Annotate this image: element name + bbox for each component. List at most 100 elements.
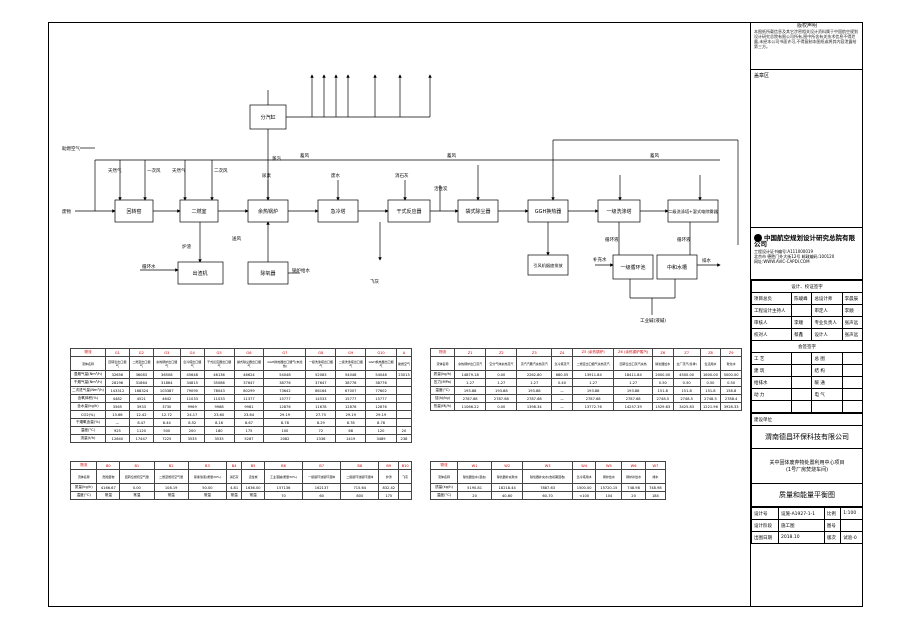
cosign-role — [750, 400, 793, 413]
b-table-cell: 832.42 — [378, 483, 400, 492]
b-table-cell: 70 — [263, 491, 304, 500]
z-table-cell: 0.50 — [699, 378, 722, 387]
cosign-name — [791, 364, 813, 377]
z-table-cell: 193.88 — [454, 386, 487, 395]
g-table-cell — [395, 418, 413, 427]
w-table-row: 流体名称除氧器给水(液态)除氧器补充软水除氧器补充水(含初期回收)急冷塔用水锅炉… — [429, 469, 667, 484]
label-air5: 蓄风 — [650, 152, 659, 159]
cosign-row: 工 艺总 图 — [750, 352, 864, 365]
stamp-label: 盖章区 — [754, 73, 770, 79]
g-table-cell: 含水量(kg/h) — [70, 402, 106, 411]
org-line-2: 北京市 德胜门外大街12号 邮政编码:100120 — [754, 254, 835, 259]
g-table-cell: 103387 — [152, 386, 181, 395]
g-table-cell: 3535 — [203, 434, 235, 443]
cosign-row: 建 筑结 构 — [750, 364, 864, 377]
g-table-cell: 36508 — [152, 370, 181, 379]
g-table-cell: 23.60 — [203, 410, 235, 419]
g-table-cell — [395, 378, 413, 387]
stage: 施工图 — [777, 519, 825, 532]
z-table-cell: 2787.68 — [571, 394, 615, 403]
g-table-cell: 168324 — [128, 386, 154, 395]
z-table-cell: 2000.00 — [651, 370, 674, 379]
w-table-cell: 60-70 — [522, 491, 573, 500]
cosign-role: 结 构 — [811, 364, 843, 377]
cosign-row: 动 力电 气 — [750, 388, 864, 401]
sign-name: 李晨辰 — [841, 292, 864, 305]
b-table-header-cell: B4 — [225, 461, 243, 470]
g-table-header-cell: G4 — [179, 348, 205, 357]
g-table-cell: 36083 — [128, 370, 154, 379]
stamp-area: 盖章区 — [751, 70, 863, 228]
g-table-cell: 8.78 — [365, 418, 397, 427]
g-table-cell: 38776 — [365, 378, 397, 387]
z-table-header-cell: Z7 — [672, 348, 701, 357]
b-table-cell: 0.00 — [119, 483, 155, 492]
z-table-cell: 0.00 — [485, 402, 518, 411]
w-table-header-cell: W5 — [595, 461, 623, 470]
z-table-cell: 158.8 — [720, 386, 742, 395]
g-table-cell: 12876 — [335, 402, 367, 411]
b-table-header-cell: B3 — [187, 461, 227, 470]
z-table-cell: 193.88 — [516, 386, 553, 395]
z-table-header-cell: Z3 — [516, 348, 553, 357]
g-table-cell: 4642 — [152, 394, 181, 403]
w-table-cell: 15720.15 — [595, 483, 623, 492]
b-table-header-cell: B8 — [340, 461, 380, 470]
z-table-cell: 11066.22 — [454, 402, 487, 411]
z-table-cell: 3928.33 — [720, 402, 742, 411]
g-table-cell: 4521 — [128, 394, 154, 403]
z-table-cell: 0.50 — [672, 378, 701, 387]
z-table-cell: 151.8 — [672, 386, 701, 395]
g-table-cell: 238 — [395, 434, 413, 443]
g-table-cell: 46136 — [203, 370, 235, 379]
g-table-cell: 86164 — [305, 386, 337, 395]
node-label-10: 分汽缸 — [260, 114, 275, 121]
b-table-cell: 质量(kg/h) — [69, 483, 98, 492]
cosign-row: 给排水暖 通 — [750, 376, 864, 389]
g-table-cell: 180 — [203, 426, 235, 435]
z-table-cell: 焓(kJ/kg) — [429, 394, 456, 403]
cosign-role: 总 图 — [811, 352, 843, 365]
z-table-cell: 蒸汽汽蓄汽余热蒸汽 — [516, 356, 553, 371]
w-table-cell: 温度(°C) — [429, 491, 459, 500]
org-info: 中国航空规划设计研究总院有限公司 工程设计证书编号:A111000019 北京市… — [751, 228, 863, 280]
z-table-cell: 3425.83 — [672, 402, 701, 411]
g-table-cell: 干式反应器出口烟气 — [203, 356, 235, 371]
z-table-cell: 18411.84 — [613, 370, 653, 379]
w-table-header-cell: W4 — [571, 461, 597, 470]
label-urea: 尿素 — [262, 172, 271, 179]
cosign-role: 建 筑 — [750, 364, 793, 377]
w-table-cell: 急冷塔用水 — [571, 469, 597, 484]
z-table-cell: 193.88 — [571, 386, 615, 395]
g-table-cell: 38776 — [335, 378, 367, 387]
b-table-row: 流体名称危险废物回转窑燃烧空气量二燃室燃烧空气量尿素溶液(质量20%)消石灰活性… — [69, 469, 412, 484]
g-table-cell: 12876 — [263, 402, 307, 411]
sign-role: 总设计师 — [811, 292, 843, 305]
g-table-cell: 143312 — [104, 386, 130, 395]
z-table-cell: 流体名称 — [429, 356, 456, 371]
label-gas1: 天然气 — [108, 167, 122, 174]
b-table-cell: 715.64 — [340, 483, 380, 492]
g-table-cell: 79090 — [179, 386, 205, 395]
g-table-cell: 二级洗涤塔出口烟气 — [335, 356, 367, 371]
g-table-cell — [395, 402, 413, 411]
g-table-cell: 175 — [233, 426, 265, 435]
g-table-cell: 15777 — [335, 394, 367, 403]
client-table: 建设单位 渭南德昌环保科技有限公司 关中固体废弃物处置利用中心项目 (1号厂房焚… — [751, 413, 863, 507]
g-table-cell: 24.17 — [179, 410, 205, 419]
z-table-cell: 热量(MJ/h) — [429, 402, 456, 411]
g-table-cell: 干烟气量(Nm³/h) — [70, 378, 106, 387]
g-table-cell: 17447 — [128, 434, 154, 443]
g-table-cell: 2082 — [263, 434, 307, 443]
z-table-cell: 软化水 — [720, 356, 742, 371]
g-table-cell: 37647 — [233, 378, 265, 387]
g-table-cell: 100 — [263, 426, 307, 435]
g-table-cell: 温度(°C) — [70, 426, 106, 435]
cosign-name — [791, 388, 813, 401]
g-table-cell: 流体名称 — [70, 356, 106, 371]
g-table-cell: 11377 — [233, 394, 265, 403]
b-table-cell: 1636.00 — [241, 483, 265, 492]
